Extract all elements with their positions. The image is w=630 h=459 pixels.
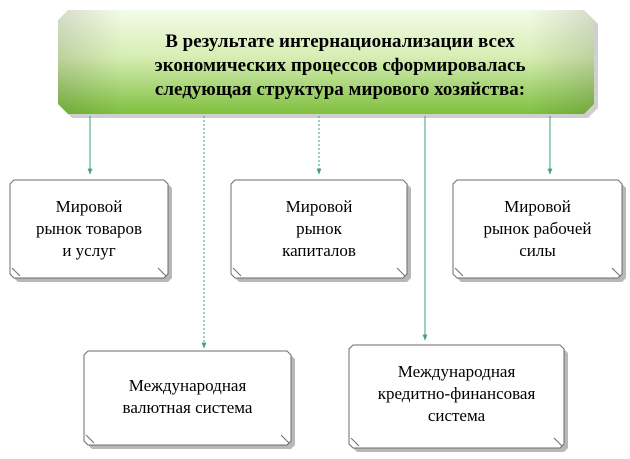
- credit-system-line-3: система: [427, 406, 486, 425]
- goods-market-line-1: Мировой: [55, 197, 123, 216]
- credit-system-label: Международная кредитно-финансовая систем…: [349, 361, 564, 427]
- goods-market-line-3: и услуг: [62, 241, 116, 260]
- header-line-3: следующая структура мирового хозяйства:: [154, 79, 526, 100]
- labor-market-line-3: силы: [519, 241, 556, 260]
- credit-system-line-1: Международная: [397, 362, 516, 381]
- box-labor-market: [452, 179, 626, 282]
- labor-market-label: Мировой рынок рабочей силы: [453, 196, 622, 262]
- header-text: В результате интернационализации всех эк…: [100, 30, 580, 102]
- labor-market-line-2: рынок рабочей: [483, 219, 592, 238]
- currency-system-label: Международная валютная система: [84, 375, 291, 419]
- header-line-1: В результате интернационализации всех: [165, 31, 515, 52]
- box-currency-system: [83, 350, 295, 449]
- currency-system-line-2: валютная система: [122, 398, 253, 417]
- capital-market-line-3: капиталов: [282, 241, 356, 260]
- header-line-2: экономических процессов сформировалась: [154, 55, 526, 76]
- credit-system-line-2: кредитно-финансовая: [377, 384, 536, 403]
- capital-market-line-1: Мировой: [285, 197, 353, 216]
- capital-market-line-2: рынок: [296, 219, 342, 238]
- goods-market-label: Мировой рынок товаров и услуг: [10, 196, 168, 262]
- capital-market-label: Мировой рынок капиталов: [231, 196, 407, 262]
- currency-system-line-1: Международная: [128, 376, 247, 395]
- box-credit-system: [348, 344, 568, 452]
- box-goods-market: [9, 179, 172, 282]
- box-capital-market: [230, 179, 411, 282]
- header-block-sides: [58, 10, 594, 114]
- goods-market-line-2: рынок товаров: [35, 219, 143, 238]
- labor-market-line-1: Мировой: [504, 197, 571, 216]
